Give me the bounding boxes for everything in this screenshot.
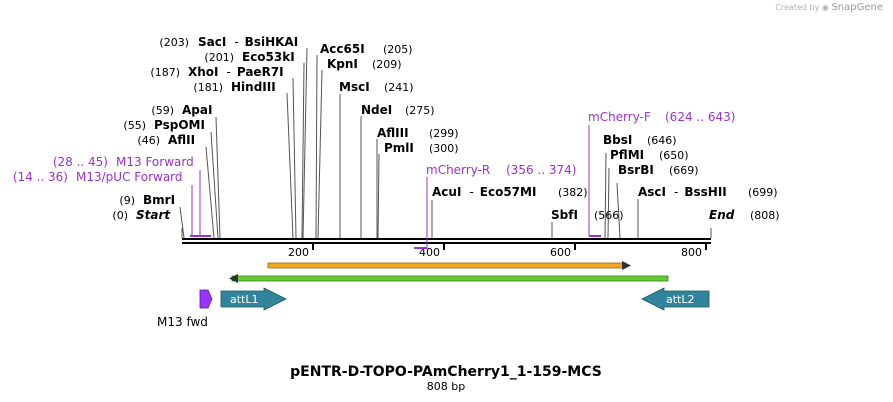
enzyme-position: (669)	[669, 164, 699, 177]
feature-attl1: attL1	[220, 287, 287, 311]
enzyme-name: PflMI	[610, 148, 644, 162]
enzyme-position: (46)	[137, 134, 160, 147]
enzyme-alias: PaeR7I	[237, 65, 284, 79]
enzyme-position: (187)	[150, 66, 180, 79]
enzyme-position: (9)	[119, 194, 135, 207]
enzyme-position: (299)	[429, 127, 459, 140]
enzyme-name: HindIII	[231, 80, 276, 94]
enzyme-name: AscI-BssHII	[638, 185, 727, 199]
primer-marks	[190, 125, 601, 249]
tick-label: 800	[681, 246, 702, 259]
enzyme-position: (382)	[558, 186, 588, 199]
enzyme-name: SacI	[198, 35, 226, 49]
backbone	[182, 238, 711, 244]
primer-name: mCherry-F	[588, 110, 651, 124]
tick-label: 200	[288, 246, 309, 259]
enzyme-name: AflII	[168, 133, 195, 147]
enzyme-name: Acc65I	[320, 42, 365, 56]
enzyme-position: (181)	[193, 81, 223, 94]
end-label: End	[709, 208, 735, 222]
enzyme-position: (646)	[647, 134, 677, 147]
tick-label: 600	[550, 246, 571, 259]
enzyme-name: AflIII	[377, 126, 409, 140]
enzyme-position: (205)	[383, 43, 413, 56]
tick-label: 400	[419, 246, 440, 259]
start-label: Start	[136, 208, 171, 222]
feature-label: attL1	[230, 293, 259, 306]
enzyme-position: (300)	[429, 142, 459, 155]
enzyme-position: (650)	[659, 149, 689, 162]
enzyme-name: XhoI-PaeR7I	[188, 65, 284, 79]
watermark-brand: SnapGene	[831, 2, 883, 13]
orf-reverse-arrow	[229, 274, 669, 283]
enzyme-name: SbfI	[551, 208, 578, 222]
snapgene-logo-icon: ◉	[821, 3, 829, 12]
enzyme-name: PmlI	[384, 141, 414, 155]
feature-label: attL2	[666, 293, 695, 306]
enzyme-labels-right: Acc65I (205) KpnI (209) MscI (241) NdeI …	[320, 42, 780, 222]
enzyme-name: MscI	[339, 80, 370, 94]
map-length: 808 bp	[427, 380, 465, 393]
enzyme-position: (275)	[405, 104, 435, 117]
primer-name: mCherry-R	[426, 163, 490, 177]
enzyme-position: (55)	[123, 119, 146, 132]
feature-attl2: attL2	[641, 287, 710, 311]
start-position: (0)	[112, 209, 128, 222]
enzyme-name: AcuI	[432, 185, 461, 199]
feature-label: M13 fwd	[157, 315, 208, 329]
orf-tracks	[229, 261, 669, 283]
primer-labels: (28 .. 45) M13 Forward (14 .. 36) M13/pU…	[13, 110, 736, 184]
primer-range: (14 .. 36)	[13, 170, 68, 184]
enzyme-position: (201)	[204, 51, 234, 64]
enzyme-name: BsrBI	[618, 163, 654, 177]
enzyme-position: (566)	[594, 209, 624, 222]
enzyme-name: SacI-BsiHKAI	[198, 35, 298, 49]
end-position: (808)	[750, 209, 780, 222]
enzyme-name: BbsI	[603, 133, 632, 147]
enzyme-name: NdeI	[361, 103, 392, 117]
orf-forward-arrow	[267, 261, 631, 270]
enzyme-name: BmrI	[143, 193, 175, 207]
enzyme-name: AcuI-Eco57MI	[432, 185, 536, 199]
enzyme-name: KpnI	[327, 57, 358, 71]
enzyme-alias: Eco57MI	[480, 185, 537, 199]
enzyme-position: (241)	[384, 81, 414, 94]
feature-m13-fwd: M13 fwd	[157, 289, 213, 329]
enzyme-labels: (203) SacI-BsiHKAI (201) Eco53kI (187) X…	[112, 35, 298, 222]
enzyme-name: AscI	[638, 185, 666, 199]
ruler: 200 400 600 800	[288, 242, 707, 259]
map-title: pENTR-D-TOPO-PAmCherry1_1-159-MCS	[290, 364, 602, 380]
enzyme-position: (699)	[748, 186, 778, 199]
primer-range: (28 .. 45)	[53, 155, 108, 169]
enzyme-position: (203)	[159, 36, 189, 49]
enzyme-name: Eco53kI	[242, 50, 295, 64]
watermark-prefix: Created by	[775, 3, 820, 12]
enzyme-alias: BsiHKAI	[245, 35, 299, 49]
enzyme-position: (209)	[372, 58, 402, 71]
watermark: Created by ◉ SnapGene	[775, 2, 883, 13]
enzyme-name: XhoI	[188, 65, 219, 79]
primer-name: M13/pUC Forward	[76, 170, 183, 184]
enzyme-name: PspOMI	[154, 118, 205, 132]
primer-range: (624 .. 643)	[665, 110, 735, 124]
primer-name: M13 Forward	[116, 155, 194, 169]
primer-range: (356 .. 374)	[506, 163, 576, 177]
enzyme-alias: BssHII	[684, 185, 726, 199]
enzyme-position: (59)	[151, 104, 174, 117]
enzyme-name: ApaI	[182, 103, 212, 117]
site-leader-lines	[179, 47, 712, 239]
